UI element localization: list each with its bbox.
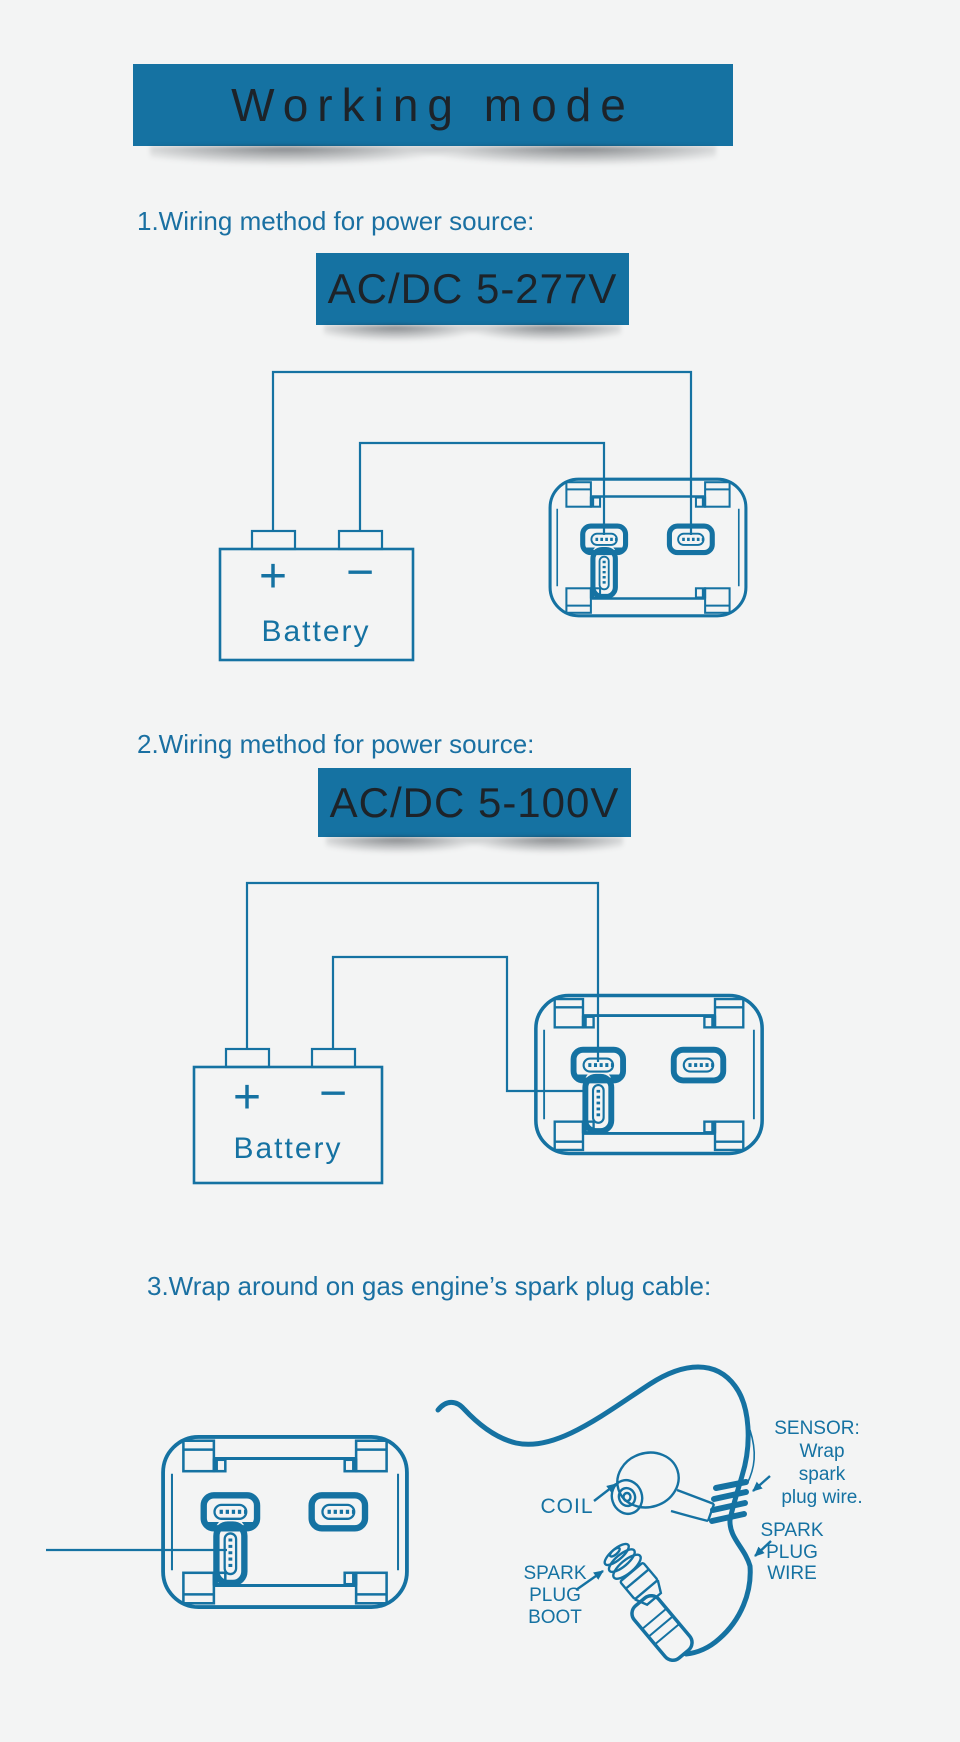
plug-rib [603, 1542, 630, 1567]
section1-voltage-banner: AC/DC 5-277V [316, 253, 629, 325]
diagram-1: + − Battery [218, 370, 746, 662]
ignition-coil [610, 1451, 716, 1523]
battery-terminal [310, 1047, 357, 1069]
spark-plug-cable [435, 1364, 753, 1657]
sensor-label-line: spark [799, 1464, 846, 1485]
hour-meter-device [536, 996, 762, 1154]
boot-label-line: BOOT [528, 1607, 582, 1628]
spark-plug-boot [630, 1594, 694, 1662]
wrap-band [709, 1511, 747, 1524]
boot-rib [641, 1607, 668, 1630]
wire-label-line: PLUG [766, 1542, 818, 1563]
battery-label: Battery [233, 1132, 342, 1165]
banner-shadow [326, 837, 623, 859]
coil-arrow [593, 1483, 617, 1502]
coil-neck [676, 1488, 715, 1506]
coil-face [610, 1478, 644, 1516]
banner-shadow [324, 325, 621, 347]
section1-heading: 1.Wiring method for power source: [137, 206, 535, 236]
plug-shell-line [625, 1568, 650, 1590]
wrap-band [713, 1479, 749, 1491]
boot-arrow [575, 1570, 604, 1591]
plug-shell [619, 1562, 659, 1600]
coil-face-center [622, 1491, 632, 1503]
wire-positive [245, 881, 600, 1062]
coil-label: COIL [540, 1495, 593, 1518]
minus-sign: − [319, 1067, 347, 1120]
wire-negative [358, 441, 606, 535]
boot-rib [647, 1615, 674, 1638]
wire-positive [271, 370, 693, 535]
wire-negative [331, 955, 588, 1093]
spark-plug-boot-label: SPARK PLUG BOOT [523, 1563, 586, 1628]
sensor-label-line: SENSOR: [774, 1418, 860, 1439]
wrap-band [710, 1500, 748, 1513]
battery-terminal [250, 529, 297, 551]
boot-body [630, 1594, 694, 1662]
boot-label-line: SPARK [523, 1563, 586, 1584]
wire-label-line: SPARK [760, 1520, 823, 1541]
diagram-2: + − Battery [192, 881, 762, 1185]
section2-voltage-text: AC/DC 5-100V [329, 778, 620, 826]
battery-label: Battery [261, 615, 370, 648]
spark-plug-wire-label: SPARK PLUG WIRE [760, 1520, 823, 1584]
sensor-arrow [752, 1475, 771, 1492]
sensor-label: SENSOR: Wrap spark plug wire. [774, 1418, 862, 1508]
sensor-thin-lead [746, 1429, 756, 1485]
coil-face-ring [617, 1486, 637, 1508]
banner-shadow [150, 146, 716, 172]
hour-meter-device [550, 479, 746, 616]
header-banner: Working mode [133, 64, 733, 146]
battery-body [218, 547, 415, 662]
section1-voltage-text: AC/DC 5-277V [327, 265, 618, 312]
page-title: Working mode [231, 79, 635, 131]
wire-arrow [754, 1540, 772, 1557]
section2-voltage-banner: AC/DC 5-100V [318, 768, 631, 837]
coil-neck [670, 1509, 709, 1523]
battery-terminal [224, 1047, 271, 1069]
coil-neck-cap [706, 1503, 716, 1522]
section2-heading: 2.Wiring method for power source: [137, 729, 535, 759]
battery-terminal [337, 529, 384, 551]
sensor-label-line: Wrap [799, 1441, 844, 1462]
battery-1: + − Battery [218, 529, 415, 662]
wire-label-line: WIRE [767, 1563, 817, 1584]
plus-sign: + [233, 1071, 261, 1124]
coil-drum [616, 1451, 680, 1509]
section3-heading: 3.Wrap around on gas engine’s spark plug… [147, 1271, 712, 1301]
minus-sign: − [346, 546, 374, 599]
battery-2: + − Battery [192, 1047, 384, 1185]
plus-sign: + [259, 550, 287, 603]
boot-label-line: PLUG [529, 1585, 581, 1606]
boot-rib [654, 1623, 681, 1646]
wrap-band [711, 1489, 749, 1502]
battery-body [192, 1065, 384, 1185]
callout-arrows [575, 1475, 772, 1591]
diagram-3: COIL SENSOR: Wrap spark plug wire. SPARK… [46, 1364, 863, 1662]
sensor-label-line: plug wire. [781, 1487, 862, 1508]
hour-meter-device [163, 1437, 407, 1607]
sensor-wrap [709, 1479, 749, 1524]
plug-rib [607, 1548, 636, 1574]
